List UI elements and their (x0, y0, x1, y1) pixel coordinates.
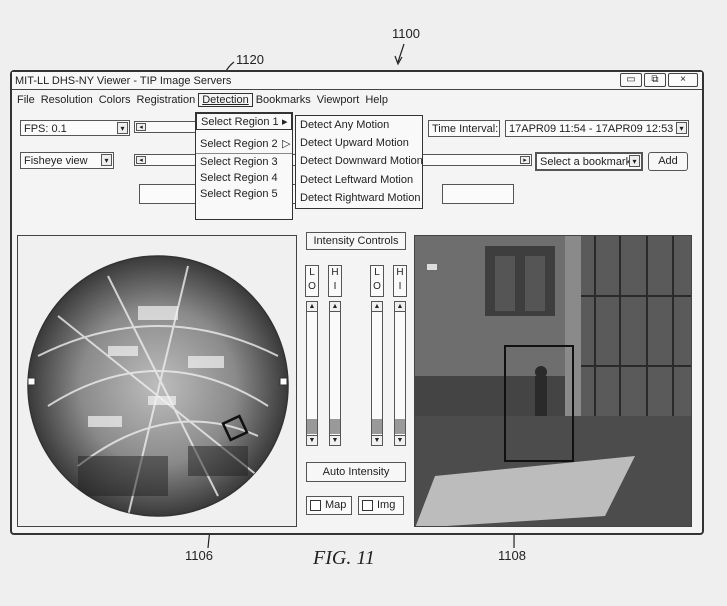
fps-label: FPS: 0.1 (24, 123, 67, 135)
slider-level (307, 419, 317, 434)
view-label: Fisheye view (24, 155, 88, 167)
viewer-window: MIT-LL DHS-NY Viewer - TIP Image Servers… (10, 70, 704, 535)
time-interval-value: 17APR09 11:54 - 17APR09 12:53 (509, 123, 674, 135)
time-interval-label: Time Interval: (432, 123, 499, 135)
chevron-down-icon[interactable]: ▾ (101, 154, 112, 166)
slider-down-icon[interactable]: ▼ (330, 435, 340, 445)
region-range-box-right[interactable] (442, 184, 514, 204)
fisheye-region-marker (221, 414, 249, 442)
slider-up-icon[interactable]: ▲ (372, 302, 382, 312)
chevron-down-icon[interactable]: ▾ (117, 122, 128, 134)
window-controls: ▭ ⧉ × (620, 73, 698, 87)
detect-downward-motion[interactable]: Detect Downward Motion (300, 155, 423, 167)
chevron-down-icon[interactable]: ▾ (676, 122, 687, 134)
select-region-5[interactable]: Select Region 5 (200, 188, 278, 200)
close-button[interactable]: × (668, 73, 698, 87)
slider-down-icon[interactable]: ▼ (372, 435, 382, 445)
select-region-1-label: Select Region 1 (201, 116, 279, 128)
time-interval-select[interactable]: 17APR09 11:54 - 17APR09 12:53 ▾ (505, 120, 689, 137)
minimize-button[interactable]: ▭ (620, 73, 642, 87)
menu-bookmarks[interactable]: Bookmarks (255, 94, 311, 106)
map-label: Map (325, 499, 347, 511)
menu-viewport[interactable]: Viewport (316, 94, 360, 106)
menu-registration[interactable]: Registration (136, 94, 196, 106)
bookmark-placeholder: Select a bookmark (540, 156, 632, 168)
ref-1120: 1120 (236, 52, 264, 67)
slider-level (330, 419, 340, 434)
fisheye-image[interactable] (18, 236, 297, 527)
camera-panel[interactable] (414, 235, 692, 527)
detect-rightward-motion[interactable]: Detect Rightward Motion (300, 192, 421, 204)
motion-submenu: Detect Any Motion Detect Upward Motion D… (295, 115, 423, 209)
intensity-lo-label-2: L O (370, 265, 384, 297)
bookmark-select[interactable]: Select a bookmark ▾ (535, 152, 643, 171)
select-region-1[interactable]: Select Region 1 ▸ (196, 113, 292, 130)
camera-image[interactable] (415, 236, 692, 527)
submenu-arrow-icon: ▸ (282, 116, 288, 128)
slider-down-icon[interactable]: ▼ (307, 435, 317, 445)
title-bar[interactable]: MIT-LL DHS-NY Viewer - TIP Image Servers… (12, 72, 702, 90)
auto-intensity-button[interactable]: Auto Intensity (306, 462, 406, 482)
fps-select[interactable]: FPS: 0.1 ▾ (20, 120, 130, 136)
view-select[interactable]: Fisheye view ▾ (20, 152, 114, 169)
submenu-arrow-icon: ▷ (282, 138, 291, 150)
slider-left-icon[interactable]: ◂ (136, 123, 146, 131)
menu-help[interactable]: Help (365, 94, 388, 106)
ref-1108: 1108 (498, 548, 526, 563)
fisheye-panel[interactable] (17, 235, 297, 527)
intensity-slider[interactable]: ▲ ▼ (306, 301, 318, 446)
slider-level (395, 419, 405, 434)
img-checkbox[interactable]: Img (358, 496, 404, 515)
detection-menu: Select Region 1 ▸ Select Region 2 ▷ Sele… (195, 112, 293, 220)
map-checkbox[interactable]: Map (306, 496, 352, 515)
detect-upward-motion[interactable]: Detect Upward Motion (300, 137, 409, 149)
slider-up-icon[interactable]: ▲ (330, 302, 340, 312)
intensity-slider[interactable]: ▲ ▼ (371, 301, 383, 446)
restore-button[interactable]: ⧉ (644, 73, 666, 87)
slider-down-icon[interactable]: ▼ (395, 435, 405, 445)
map-checkbox-box[interactable] (310, 500, 321, 511)
intensity-controls-title: Intensity Controls (306, 232, 406, 250)
intensity-hi-label-2: H I (393, 265, 407, 297)
menu-bar: File Resolution Colors Registration Dete… (12, 91, 702, 109)
menu-file[interactable]: File (17, 94, 35, 106)
intensity-slider[interactable]: ▲ ▼ (394, 301, 406, 446)
add-bookmark-button[interactable]: Add (648, 152, 688, 171)
menu-colors[interactable]: Colors (98, 94, 131, 106)
img-checkbox-box[interactable] (362, 500, 373, 511)
slider-up-icon[interactable]: ▲ (307, 302, 317, 312)
intensity-lo-label-1: L O (305, 265, 319, 297)
detect-leftward-motion[interactable]: Detect Leftward Motion (300, 174, 414, 186)
slider-left-icon[interactable]: ◂ (136, 156, 146, 164)
detect-any-motion[interactable]: Detect Any Motion (300, 119, 390, 131)
select-region-2-label: Select Region 2 (200, 138, 278, 150)
figure-caption: FIG. 11 (313, 547, 375, 569)
menu-detection[interactable]: Detection (198, 93, 253, 107)
window-title: MIT-LL DHS-NY Viewer - TIP Image Servers (15, 75, 232, 87)
slider-up-icon[interactable]: ▲ (395, 302, 405, 312)
fps-slider[interactable]: ◂ (134, 121, 196, 133)
select-region-2[interactable]: Select Region 2 ▷ (196, 136, 292, 153)
ref-1106: 1106 (185, 548, 213, 563)
intensity-hi-label-1: H I (328, 265, 342, 297)
slider-level (372, 419, 382, 434)
ref-1100: 1100 (392, 26, 420, 41)
img-label: Img (377, 499, 396, 511)
slider-right-icon[interactable]: ▸ (520, 156, 530, 164)
motion-detection-box (504, 345, 574, 462)
intensity-slider[interactable]: ▲ ▼ (329, 301, 341, 446)
select-region-3[interactable]: Select Region 3 (196, 153, 292, 170)
time-interval-label-box: Time Interval: (428, 120, 500, 137)
menu-resolution[interactable]: Resolution (40, 94, 93, 106)
select-region-4[interactable]: Select Region 4 (200, 172, 278, 184)
chevron-down-icon[interactable]: ▾ (629, 155, 640, 167)
